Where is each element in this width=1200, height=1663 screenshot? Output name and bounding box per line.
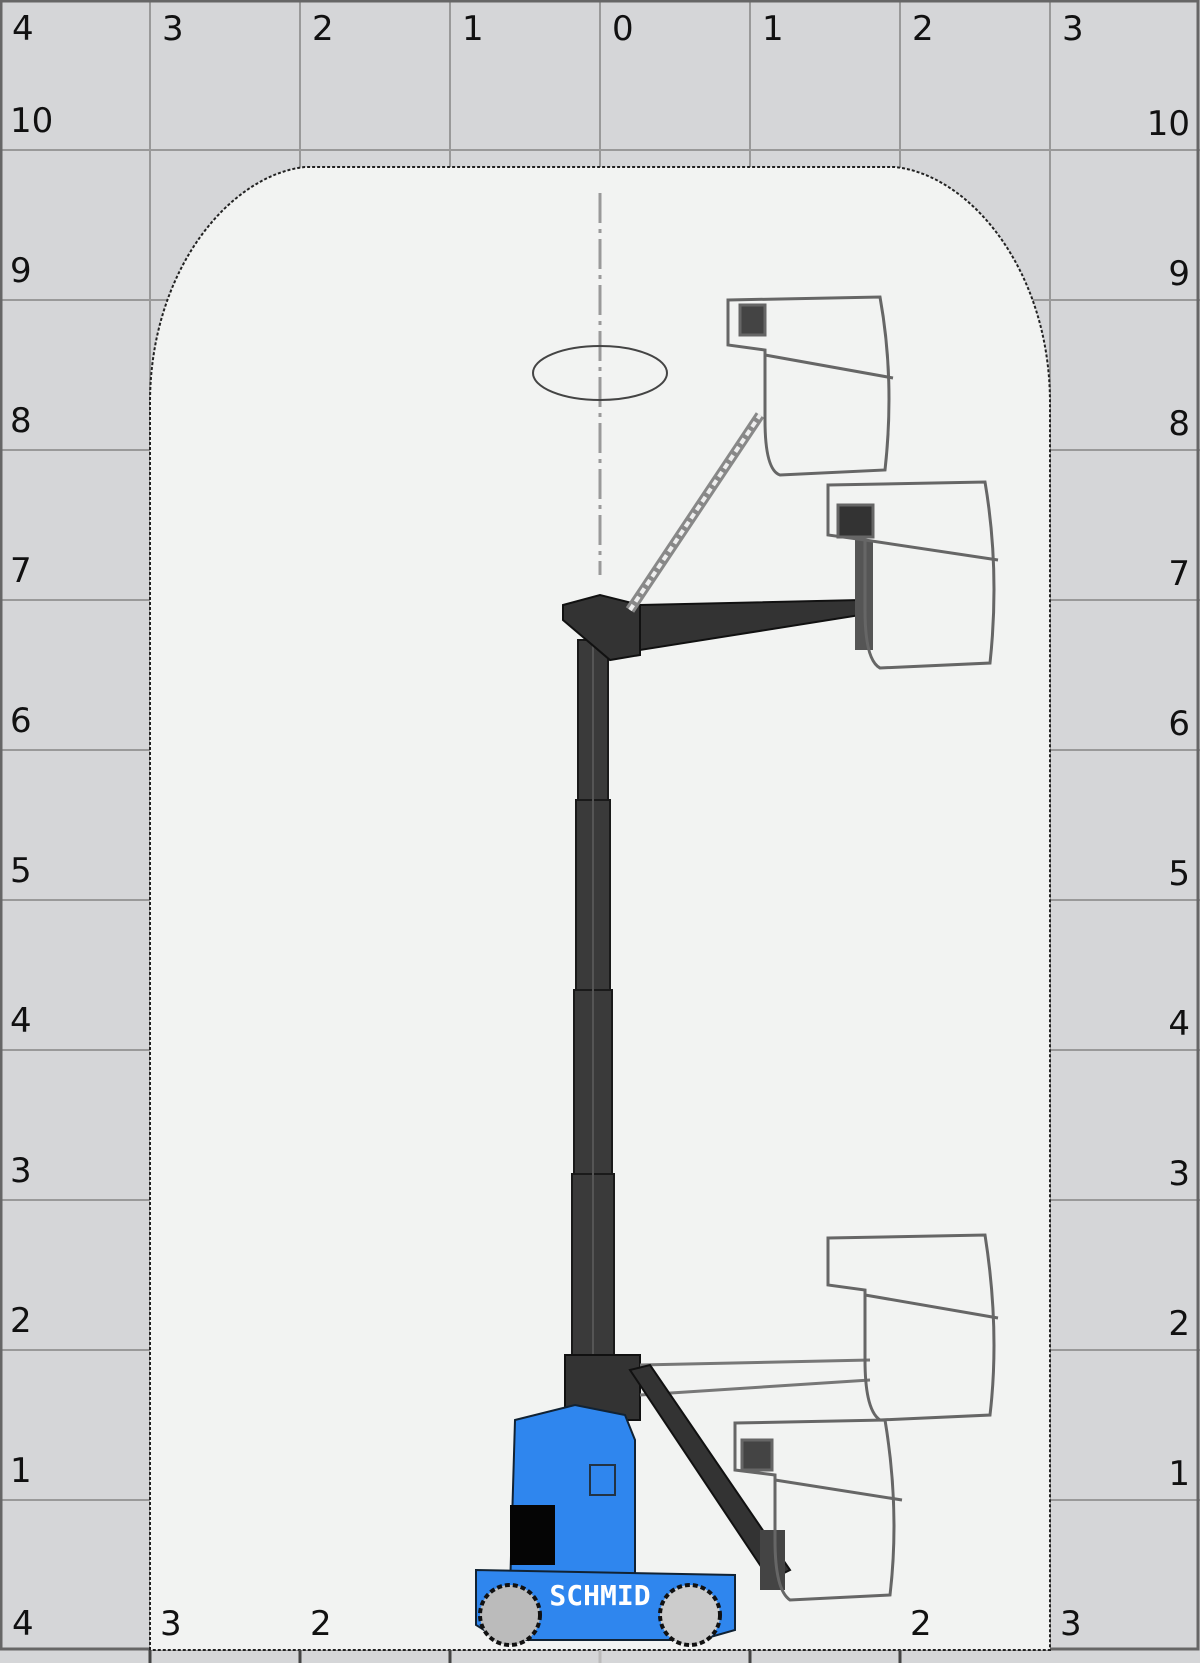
basket-lower-stowed [733, 1418, 903, 1602]
x-axis-top-label: 2 [312, 9, 334, 49]
x-axis-bottom-label: 3 [1060, 1604, 1082, 1644]
basket-lower-raised [826, 1233, 999, 1422]
jib-lower-position [564, 1354, 871, 1590]
x-axis-top-label: 3 [162, 9, 184, 49]
basket-upper-extended [826, 480, 999, 670]
x-axis-top-label: 4 [12, 9, 34, 49]
y-axis-right-label: 6 [1168, 704, 1190, 744]
x-axis-top-label: 1 [462, 9, 484, 49]
x-axis-top-label: 0 [612, 9, 634, 49]
y-axis-right-label: 4 [1168, 1004, 1190, 1044]
y-axis-right-label: 2 [1168, 1304, 1190, 1344]
machine-base: SCHMID [475, 1403, 736, 1647]
y-axis-right-label: 10 [1147, 104, 1190, 144]
y-axis-right-label: 8 [1168, 404, 1190, 444]
y-axis-right-label: 3 [1168, 1154, 1190, 1194]
y-axis-left-label: 8 [10, 401, 32, 441]
y-axis-right-label: 5 [1168, 854, 1190, 894]
y-axis-left-label: 9 [10, 251, 32, 291]
x-axis-bottom-label: 2 [310, 1604, 332, 1644]
y-axis-left-label: 2 [10, 1301, 32, 1341]
y-axis-right-label: 9 [1168, 254, 1190, 294]
y-axis-right-label: 1 [1168, 1454, 1190, 1494]
y-axis-left-label: 7 [10, 551, 32, 591]
x-axis-bottom-label: 2 [910, 1604, 932, 1644]
x-axis-bottom-label: 3 [160, 1604, 182, 1644]
x-axis-top-label: 3 [1062, 9, 1084, 49]
x-axis-top-label: 1 [762, 9, 784, 49]
basket-upper-retracted [726, 295, 894, 477]
jib-upper-position [562, 412, 873, 662]
telescopic-mast [571, 639, 615, 1365]
y-axis-left-label: 6 [10, 701, 32, 741]
y-axis-left-label: 5 [10, 851, 32, 891]
brand-label: SCHMID [549, 1579, 650, 1612]
y-axis-left-label: 10 [10, 101, 53, 141]
y-axis-left-label: 3 [10, 1151, 32, 1191]
bottom-ticks [148, 1650, 902, 1663]
front-wheel [658, 1583, 722, 1647]
x-axis-top-label: 2 [912, 9, 934, 49]
y-axis-left-label: 4 [10, 1001, 32, 1041]
rotation-arrow-icon [532, 345, 668, 401]
rear-wheel [478, 1583, 542, 1647]
y-axis-right-label: 7 [1168, 554, 1190, 594]
y-axis-left-label: 1 [10, 1451, 32, 1491]
x-axis-bottom-label: 4 [12, 1604, 34, 1644]
